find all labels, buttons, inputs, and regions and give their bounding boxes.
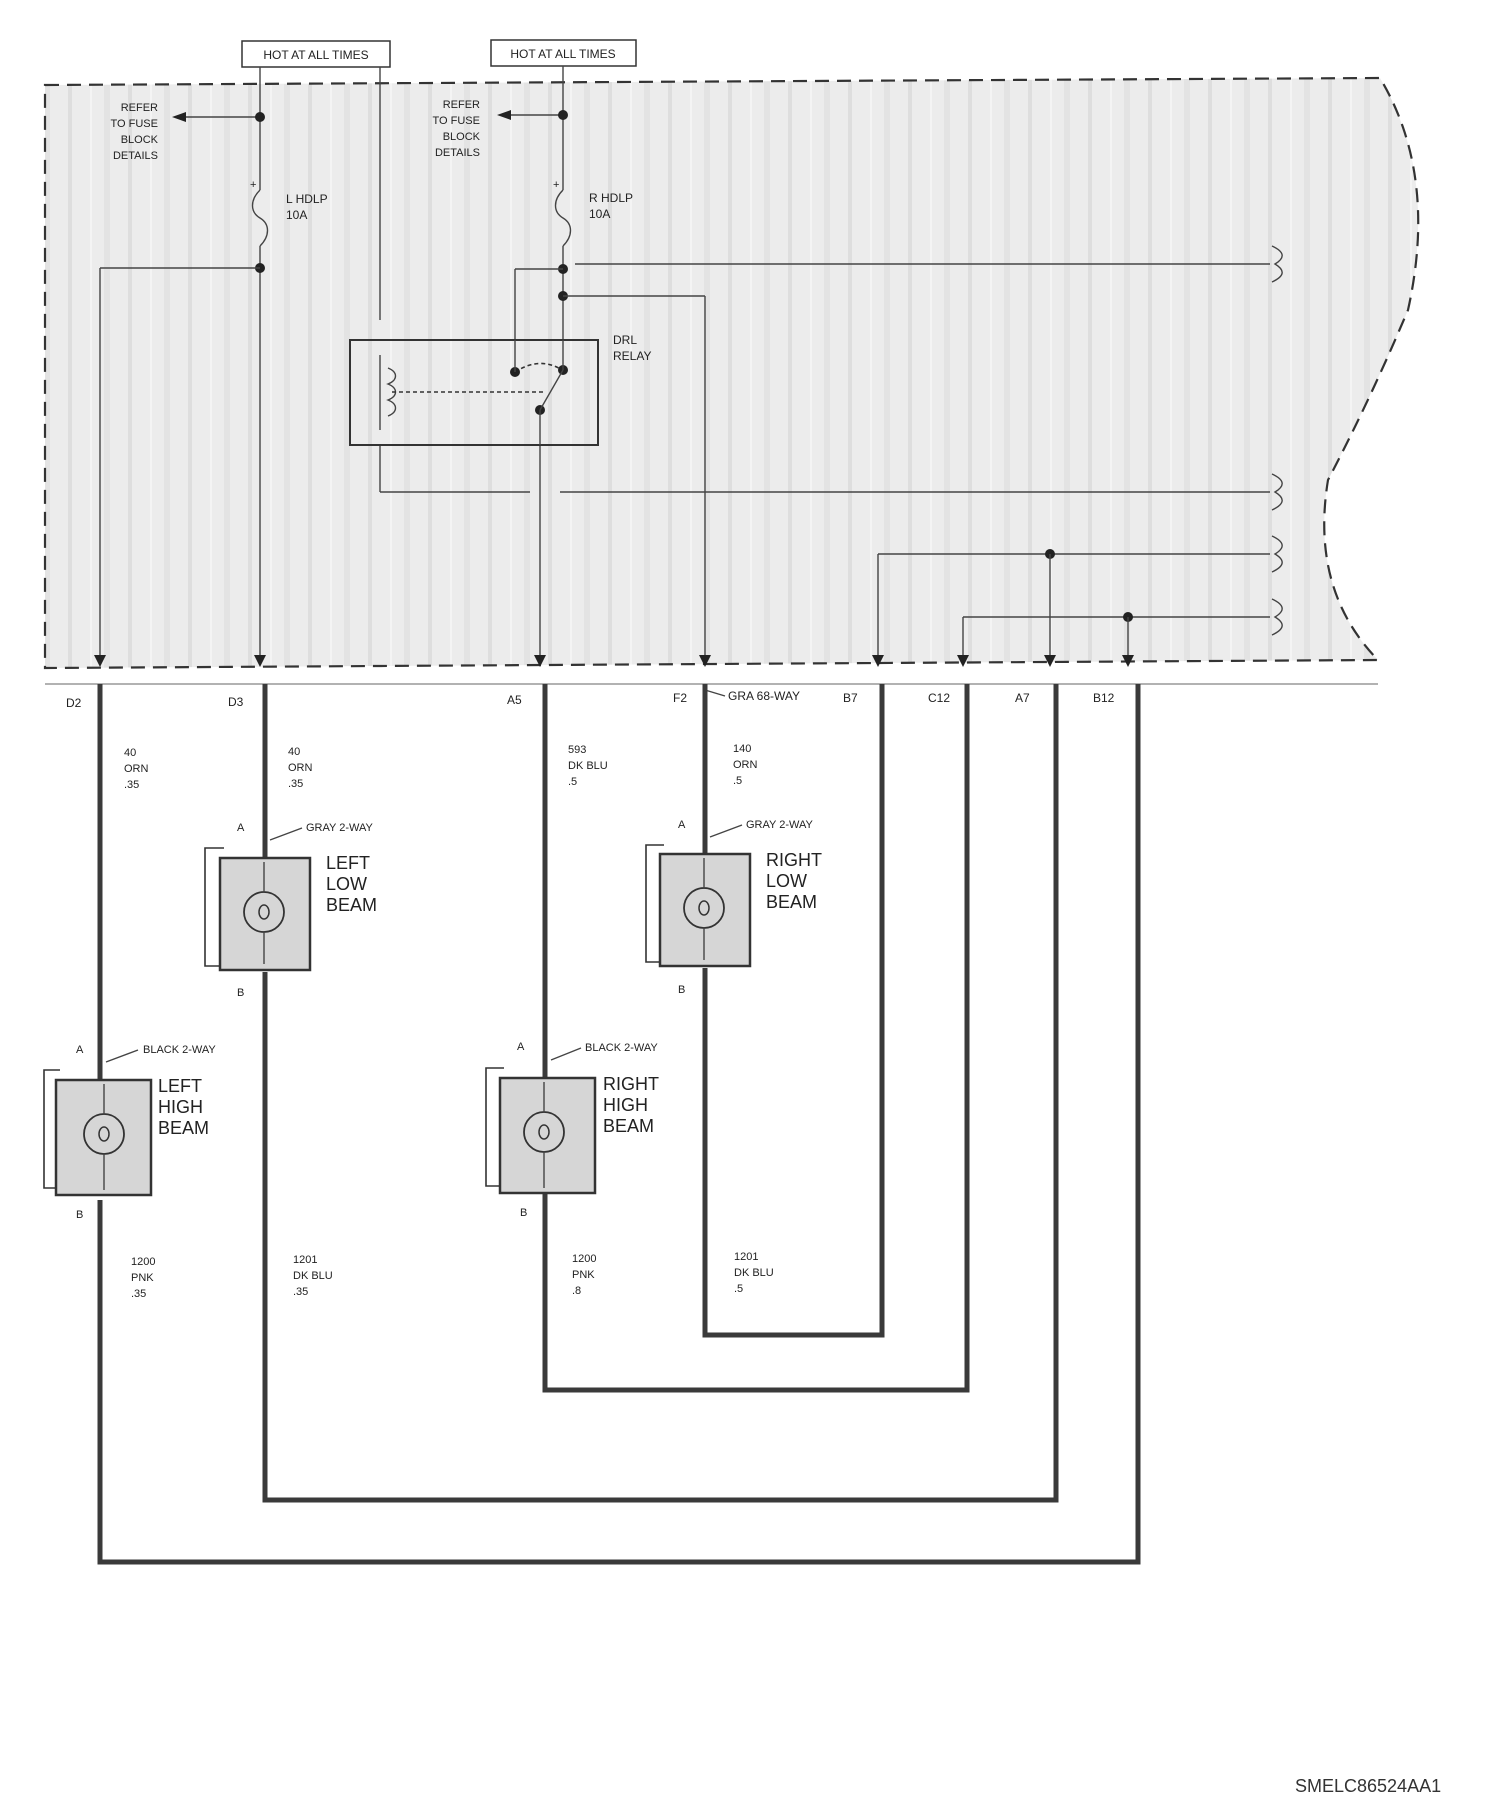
svg-text:D3: D3: [228, 695, 244, 709]
svg-text:REFER: REFER: [121, 102, 158, 114]
svg-text:A7: A7: [1015, 691, 1030, 705]
svg-text:A: A: [678, 819, 686, 831]
module-housing: [43, 76, 1420, 670]
svg-text:B: B: [678, 984, 685, 996]
svg-text:10A: 10A: [286, 208, 307, 222]
lamp-right-high-beam: A BLACK 2-WAY RIGHT HIGH BEAM B: [485, 1041, 659, 1219]
svg-text:.5: .5: [568, 776, 577, 788]
wire-labels-top: 40 ORN .35 40 ORN .35 593 DK BLU .5 140 …: [124, 743, 758, 791]
lamp-right-low-beam: A GRAY 2-WAY RIGHT LOW BEAM B: [645, 819, 822, 996]
svg-text:A: A: [76, 1044, 84, 1056]
svg-text:A5: A5: [507, 693, 522, 707]
svg-text:+: +: [250, 179, 256, 191]
svg-text:DETAILS: DETAILS: [113, 150, 158, 162]
svg-text:DK BLU: DK BLU: [293, 1270, 333, 1282]
connector-pins: D2 D3 A5 F2 B7 C12 A7 B12 GRA 68-WAY: [66, 689, 1115, 710]
refer-right: REFER TO FUSE BLOCK DETAILS: [433, 99, 481, 159]
svg-text:+: +: [553, 179, 559, 191]
svg-text:LEFT: LEFT: [158, 1076, 202, 1096]
svg-text:LOW: LOW: [766, 871, 807, 891]
diagram-id: SMELC86524AA1: [1295, 1776, 1441, 1796]
svg-text:HIGH: HIGH: [158, 1097, 203, 1117]
svg-text:D2: D2: [66, 696, 82, 710]
svg-text:HIGH: HIGH: [603, 1095, 648, 1115]
svg-text:PNK: PNK: [572, 1269, 595, 1281]
svg-text:TO FUSE: TO FUSE: [433, 115, 480, 127]
svg-text:.35: .35: [293, 1286, 308, 1298]
lamp-left-low-beam: A GRAY 2-WAY LEFT LOW BEAM B: [204, 822, 377, 999]
svg-text:.35: .35: [124, 779, 139, 791]
svg-text:ORN: ORN: [288, 762, 313, 774]
hot-feed-wires: [172, 66, 568, 320]
svg-text:140: 140: [733, 743, 751, 755]
external-wires: [97, 684, 1141, 1565]
drl-relay: DRL RELAY: [349, 333, 651, 446]
svg-text:GRAY 2-WAY: GRAY 2-WAY: [306, 822, 373, 834]
svg-text:R HDLP: R HDLP: [589, 191, 633, 205]
svg-text:DETAILS: DETAILS: [435, 147, 480, 159]
svg-text:A: A: [237, 822, 245, 834]
svg-text:BEAM: BEAM: [158, 1118, 209, 1138]
fuse-right: + R HDLP 10A: [553, 179, 633, 247]
svg-text:B: B: [76, 1209, 83, 1221]
svg-text:.5: .5: [733, 775, 742, 787]
svg-text:C12: C12: [928, 691, 950, 705]
svg-text:B: B: [520, 1207, 527, 1219]
svg-text:BEAM: BEAM: [326, 895, 377, 915]
svg-text:REFER: REFER: [443, 99, 480, 111]
svg-text:B: B: [237, 987, 244, 999]
svg-text:593: 593: [568, 744, 586, 756]
svg-text:BLOCK: BLOCK: [121, 134, 159, 146]
svg-text:GRA 68-WAY: GRA 68-WAY: [728, 689, 800, 703]
svg-text:DRL: DRL: [613, 333, 637, 347]
svg-text:ORN: ORN: [733, 759, 758, 771]
svg-text:LEFT: LEFT: [326, 853, 370, 873]
svg-text:PNK: PNK: [131, 1272, 154, 1284]
svg-text:LOW: LOW: [326, 874, 367, 894]
svg-text:.35: .35: [131, 1288, 146, 1300]
svg-text:L HDLP: L HDLP: [286, 192, 328, 206]
fuse-left: + L HDLP 10A: [250, 179, 328, 247]
svg-text:A: A: [517, 1041, 525, 1053]
svg-text:GRAY 2-WAY: GRAY 2-WAY: [746, 819, 813, 831]
svg-text:.35: .35: [288, 778, 303, 790]
svg-text:1201: 1201: [734, 1251, 758, 1263]
svg-text:.8: .8: [572, 1285, 581, 1297]
wire-labels-bottom: 1200 PNK .35 1201 DK BLU .35 1200 PNK .8…: [131, 1251, 774, 1300]
svg-text:HOT AT ALL TIMES: HOT AT ALL TIMES: [263, 48, 368, 62]
svg-text:1200: 1200: [131, 1256, 155, 1268]
svg-text:B12: B12: [1093, 691, 1115, 705]
svg-text:RELAY: RELAY: [613, 349, 651, 363]
svg-text:DK BLU: DK BLU: [568, 760, 608, 772]
refer-left: REFER TO FUSE BLOCK DETAILS: [111, 102, 159, 162]
refer-right-arrow: [497, 110, 511, 120]
svg-text:TO FUSE: TO FUSE: [111, 118, 158, 130]
svg-text:40: 40: [124, 747, 136, 759]
svg-text:F2: F2: [673, 691, 687, 705]
svg-text:1200: 1200: [572, 1253, 596, 1265]
refer-left-arrow: [172, 112, 186, 122]
module-internal-wires: [99, 245, 1283, 655]
svg-text:BEAM: BEAM: [603, 1116, 654, 1136]
svg-text:40: 40: [288, 746, 300, 758]
svg-text:DK BLU: DK BLU: [734, 1267, 774, 1279]
svg-text:HOT AT ALL TIMES: HOT AT ALL TIMES: [510, 47, 615, 61]
svg-text:B7: B7: [843, 691, 858, 705]
svg-text:1201: 1201: [293, 1254, 317, 1266]
svg-text:BEAM: BEAM: [766, 892, 817, 912]
svg-text:BLOCK: BLOCK: [443, 131, 481, 143]
svg-text:10A: 10A: [589, 207, 610, 221]
svg-text:RIGHT: RIGHT: [603, 1074, 659, 1094]
svg-text:RIGHT: RIGHT: [766, 850, 822, 870]
module-pin-arrows: [94, 655, 1134, 667]
svg-text:BLACK 2-WAY: BLACK 2-WAY: [585, 1042, 658, 1054]
hot-label-right: HOT AT ALL TIMES: [490, 39, 637, 67]
svg-text:.5: .5: [734, 1283, 743, 1295]
svg-text:BLACK 2-WAY: BLACK 2-WAY: [143, 1044, 216, 1056]
lamp-left-high-beam: A BLACK 2-WAY LEFT HIGH BEAM B: [43, 1044, 216, 1221]
svg-text:ORN: ORN: [124, 763, 149, 775]
hot-label-left: HOT AT ALL TIMES: [241, 40, 391, 68]
